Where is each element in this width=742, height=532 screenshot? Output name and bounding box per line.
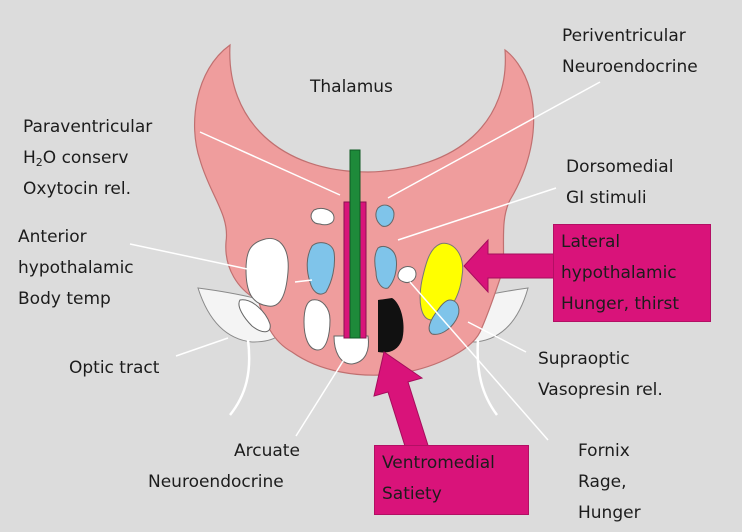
- paraventricular-line2-pre: H: [23, 148, 36, 168]
- lateral-label: Lateral hypothalamic Hunger, thirst: [561, 227, 679, 320]
- lateral-line3: Hunger, thirst: [561, 289, 679, 320]
- anterior-nucleus-shape: [246, 238, 288, 306]
- ventromedial-line2: Satiety: [382, 479, 495, 510]
- fornix-white-shape: [398, 267, 416, 283]
- anterior-line2: hypothalamic: [18, 253, 134, 284]
- fornix-label: Fornix Rage, Hunger: [578, 436, 641, 529]
- arcuate-label: Arcuate Neuroendocrine: [148, 436, 300, 498]
- anterior-line1: Anterior: [18, 222, 134, 253]
- dorsomedial-line2: GI stimuli: [566, 183, 673, 214]
- periventricular-line1: Periventricular: [562, 21, 698, 52]
- supraoptic-label: Supraoptic Vasopresin rel.: [538, 344, 663, 406]
- periventricular-line2: Neuroendocrine: [562, 52, 698, 83]
- anterior-label: Anterior hypothalamic Body temp: [18, 222, 134, 315]
- thalamus-text: Thalamus: [310, 72, 393, 103]
- fornix-line2: Rage,: [578, 467, 641, 498]
- lateral-line2: hypothalamic: [561, 258, 679, 289]
- paraventricular-line2-sub: 2: [36, 156, 43, 169]
- paraventricular-line3: Oxytocin rel.: [23, 174, 152, 205]
- supraoptic-line2: Vasopresin rel.: [538, 375, 663, 406]
- paraventricular-line1: Paraventricular: [23, 112, 152, 143]
- paraventricular-label: Paraventricular H2O conserv Oxytocin rel…: [23, 112, 152, 205]
- fornix-line3: Hunger: [578, 498, 641, 529]
- dorsomedial-line1: Dorsomedial: [566, 152, 673, 183]
- lateral-line1: Lateral: [561, 227, 679, 258]
- periventricular-label: Periventricular Neuroendocrine: [562, 21, 698, 83]
- fornix-column: [350, 150, 360, 338]
- paraventricular-line2-post: O conserv: [43, 148, 129, 168]
- lateral-box: Lateral hypothalamic Hunger, thirst: [553, 224, 711, 322]
- ventromedial-label: Ventromedial Satiety: [382, 448, 495, 510]
- optic-tract-text: Optic tract: [69, 353, 159, 384]
- paraventricular-line2: H2O conserv: [23, 143, 152, 174]
- dorsomedial-blue-shape: [376, 205, 394, 226]
- arcuate-line2: Neuroendocrine: [148, 467, 300, 498]
- ventromedial-box: Ventromedial Satiety: [374, 445, 529, 515]
- ventromedial-line1: Ventromedial: [382, 448, 495, 479]
- dorsomedial-label: Dorsomedial GI stimuli: [566, 152, 673, 214]
- supraoptic-line1: Supraoptic: [538, 344, 663, 375]
- left-lower-white-shape: [304, 300, 330, 350]
- optic-tract-label: Optic tract: [69, 353, 159, 384]
- anterior-line3: Body temp: [18, 284, 134, 315]
- thalamus-label: Thalamus: [310, 72, 393, 103]
- arcuate-line1: Arcuate: [148, 436, 300, 467]
- paraventricular-left-white: [311, 208, 334, 224]
- fornix-line1: Fornix: [578, 436, 641, 467]
